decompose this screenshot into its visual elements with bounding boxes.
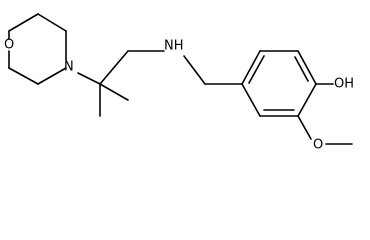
bond-ring-6 — [241, 83, 261, 117]
bond-ring-3-inner — [294, 56, 309, 82]
morpholine-oxygen-label: O — [4, 38, 14, 53]
bond-morpholine-4 — [37, 13, 67, 32]
hydroxyl-label: OH — [334, 77, 354, 92]
amine-nitrogen-label: NH — [164, 39, 184, 54]
chemical-structure-diagram: O N NH OH O — [4, 13, 354, 153]
bond-ring-3 — [297, 50, 317, 85]
atom-label-layer: O N NH OH O — [4, 38, 354, 153]
bond-methyl-right — [99, 83, 129, 101]
methoxy-oxygen-label: O — [313, 138, 323, 153]
bond-ring-4 — [297, 83, 317, 117]
bond-morpholine-3 — [8, 13, 39, 32]
bond-nh-to-benzyl — [183, 55, 206, 85]
bond-morpholine-6 — [8, 67, 39, 85]
bond-layer — [8, 13, 353, 145]
bond-ring-1 — [241, 50, 261, 85]
bond-n-to-quaternary-carbon — [77, 72, 101, 85]
bond-quaternary-to-ch2 — [99, 50, 129, 85]
bond-morpholine-7 — [37, 67, 67, 85]
morpholine-nitrogen-label: N — [64, 60, 74, 75]
bond-ring-to-methoxy-o — [297, 115, 312, 140]
bond-ring-1-inner — [248, 55, 265, 84]
